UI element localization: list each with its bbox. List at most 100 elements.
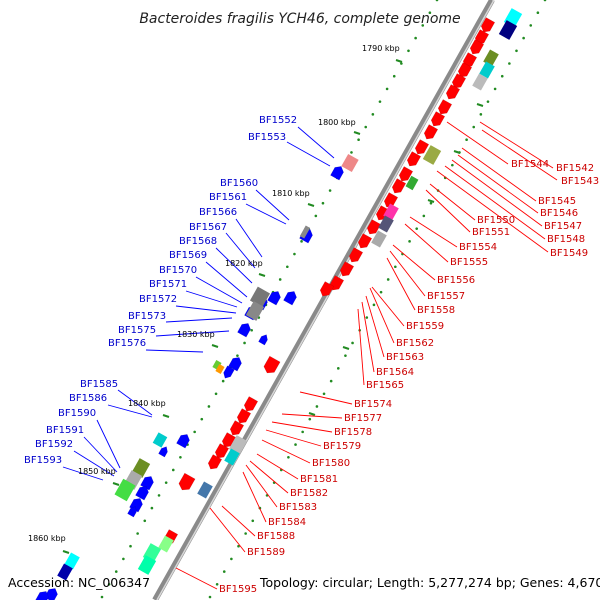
gene-label-BF1579[interactable]: BF1579 — [323, 441, 361, 452]
gene-label-BF1591[interactable]: BF1591 — [46, 425, 84, 436]
leader-line — [461, 147, 537, 202]
gene-label-BF1560[interactable]: BF1560 — [220, 178, 258, 189]
gene-label-BF1562[interactable]: BF1562 — [396, 338, 434, 349]
gene-label-BF1543[interactable]: BF1543 — [561, 176, 599, 187]
leader-line — [357, 308, 365, 386]
gene-label-BF1550[interactable]: BF1550 — [477, 215, 515, 226]
leader-line — [265, 429, 322, 447]
track-dot — [143, 519, 147, 523]
gene-arrow-shape — [406, 151, 422, 167]
gene-label-BF1566[interactable]: BF1566 — [199, 207, 237, 218]
gene-label-BF1544[interactable]: BF1544 — [511, 159, 549, 170]
gene-label-BF1572[interactable]: BF1572 — [139, 294, 177, 305]
track-dot — [278, 278, 282, 281]
track-dot — [486, 100, 490, 103]
gene-arrow — [243, 396, 259, 412]
gene-label-BF1574[interactable]: BF1574 — [354, 399, 392, 410]
gene-arrow — [214, 443, 230, 459]
gene-label-BF1546[interactable]: BF1546 — [540, 208, 578, 219]
gene-block-rect — [64, 552, 80, 570]
gene-label-BF1549[interactable]: BF1549 — [550, 248, 588, 259]
gene-block — [245, 301, 265, 321]
gene-block-rect — [212, 360, 222, 370]
gene-label-BF1551[interactable]: BF1551 — [472, 227, 510, 238]
gene-label-BF1545[interactable]: BF1545 — [538, 196, 576, 207]
gene-arrow — [263, 355, 281, 374]
gene-label-BF1556[interactable]: BF1556 — [437, 275, 475, 286]
gene-arrow-shape — [430, 111, 446, 127]
gene-block — [152, 432, 168, 448]
gene-label-BF1548[interactable]: BF1548 — [547, 234, 585, 245]
track-dot — [522, 36, 525, 40]
gene-label-BF1558[interactable]: BF1558 — [417, 305, 455, 316]
gene-label-BF1564[interactable]: BF1564 — [376, 367, 414, 378]
gene-label-BF1583[interactable]: BF1583 — [279, 502, 317, 513]
track-dot — [251, 519, 255, 523]
gene-label-BF1584[interactable]: BF1584 — [268, 517, 306, 528]
gene-features — [35, 8, 523, 600]
gene-arrow — [223, 365, 235, 379]
leader-line — [165, 317, 233, 323]
track-dot — [322, 392, 326, 396]
gene-label-BF1577[interactable]: BF1577 — [344, 413, 382, 424]
gene-arrow-shape — [283, 291, 297, 306]
gene-label-BF1555[interactable]: BF1555 — [450, 257, 488, 268]
gene-arrow-shape — [451, 73, 467, 89]
gene-label-BF1568[interactable]: BF1568 — [179, 236, 217, 247]
gene-label-BF1561[interactable]: BF1561 — [209, 192, 247, 203]
gene-arrow — [469, 39, 485, 55]
gene-label-BF1547[interactable]: BF1547 — [544, 221, 582, 232]
kbp-label-1850: 1850 kbp — [78, 467, 116, 476]
gene-label-BF1595[interactable]: BF1595 — [219, 584, 257, 595]
gene-label-BF1553[interactable]: BF1553 — [248, 132, 286, 143]
gene-label-BF1593[interactable]: BF1593 — [24, 455, 62, 466]
leader-line — [175, 567, 218, 590]
gene-label-BF1592[interactable]: BF1592 — [35, 439, 73, 450]
gene-label-BF1573[interactable]: BF1573 — [128, 311, 166, 322]
track-dot — [400, 62, 403, 65]
gene-label-BF1581[interactable]: BF1581 — [300, 474, 338, 485]
gene-label-BF1575[interactable]: BF1575 — [118, 325, 156, 336]
gene-label-BF1585[interactable]: BF1585 — [80, 379, 118, 390]
gene-label-BF1542[interactable]: BF1542 — [556, 163, 594, 174]
leader-line — [62, 466, 104, 481]
track-dot — [164, 481, 168, 484]
gene-label-BF1571[interactable]: BF1571 — [149, 279, 187, 290]
gene-label-BF1552[interactable]: BF1552 — [259, 115, 297, 126]
track-dot — [465, 138, 468, 142]
gene-label-BF1567[interactable]: BF1567 — [189, 222, 227, 233]
gene-block — [371, 230, 387, 248]
gene-label-BF1582[interactable]: BF1582 — [290, 488, 328, 499]
gene-arrow — [339, 261, 355, 277]
gene-block-rect — [371, 230, 387, 248]
leader-line — [117, 389, 153, 416]
gene-label-BF1559[interactable]: BF1559 — [406, 321, 444, 332]
gene-label-BF1589[interactable]: BF1589 — [247, 547, 285, 558]
gene-arrow — [258, 334, 268, 346]
gene-arrow — [229, 420, 245, 436]
gene-label-BF1580[interactable]: BF1580 — [312, 458, 350, 469]
track-dot — [122, 557, 125, 561]
gene-label-BF1554[interactable]: BF1554 — [459, 242, 497, 253]
leader-line — [365, 295, 385, 358]
kbp-label-1830: 1830 kbp — [177, 330, 215, 339]
gene-arrow-shape — [437, 99, 453, 115]
gene-block — [472, 73, 488, 91]
gene-label-BF1576[interactable]: BF1576 — [108, 338, 146, 349]
gene-label-BF1563[interactable]: BF1563 — [386, 352, 424, 363]
gene-arrow-shape — [391, 178, 407, 194]
track-dot — [385, 87, 389, 91]
gene-block — [498, 20, 518, 40]
gene-label-BF1588[interactable]: BF1588 — [257, 531, 295, 542]
gene-block — [212, 360, 222, 370]
leader-line — [429, 183, 476, 221]
gene-label-BF1569[interactable]: BF1569 — [169, 250, 207, 261]
gene-label-BF1586[interactable]: BF1586 — [69, 393, 107, 404]
gene-label-BF1557[interactable]: BF1557 — [427, 291, 465, 302]
gene-label-BF1570[interactable]: BF1570 — [159, 265, 197, 276]
gene-label-BF1590[interactable]: BF1590 — [58, 408, 96, 419]
gene-label-BF1565[interactable]: BF1565 — [366, 380, 404, 391]
gene-label-BF1578[interactable]: BF1578 — [334, 427, 372, 438]
leader-line — [256, 453, 299, 480]
